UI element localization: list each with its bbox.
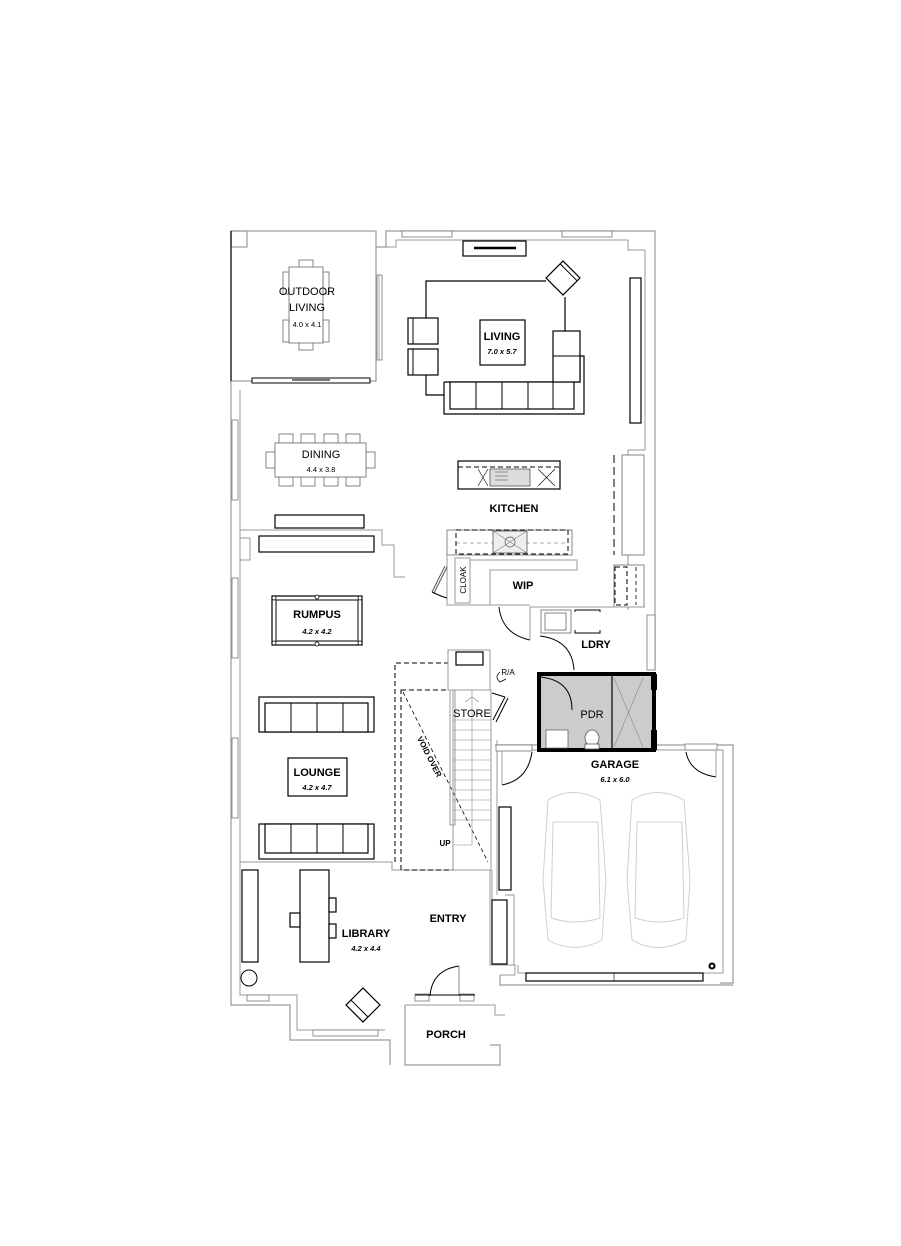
room-rumpus: RUMPUS 4.2 x 4.2: [258, 535, 375, 733]
room-label-entry: ENTRY: [430, 913, 468, 925]
room-entry: ENTRY: [414, 899, 508, 1002]
room-label-pdr: PDR: [580, 709, 603, 721]
room-label-ldry: LDRY: [581, 639, 611, 651]
room-dims-garage: 6.1 x 6.0: [600, 775, 630, 784]
room-dining: DINING 4.4 x 3.8: [265, 433, 376, 529]
room-dims-outdoor-living: 4.0 x 4.1: [293, 320, 322, 329]
room-pdr: PDR: [537, 672, 657, 752]
stairs-void: VOID OVER STORE UP R/A: [394, 649, 515, 895]
room-label-lounge: LOUNGE: [293, 767, 340, 779]
room-label-outdoor-living-1: OUTDOOR: [279, 286, 335, 298]
room-label-wip: WIP: [513, 580, 534, 592]
room-dims-lounge: 4.2 x 4.7: [301, 783, 332, 792]
room-library: LIBRARY 4.2 x 4.4: [240, 869, 391, 1023]
room-porch: PORCH: [426, 1029, 466, 1041]
label-ra: R/A: [501, 668, 515, 677]
room-living: LIVING 7.0 x 5.7: [407, 240, 642, 424]
car-right-icon: [626, 792, 691, 948]
room-label-cloak: CLOAK: [459, 566, 468, 594]
room-label-porch: PORCH: [426, 1029, 466, 1041]
room-label-garage: GARAGE: [591, 759, 639, 771]
room-lounge: LOUNGE 4.2 x 4.7: [258, 757, 375, 860]
room-label-dining: DINING: [302, 449, 341, 461]
room-label-living: LIVING: [484, 331, 521, 343]
label-void-over: VOID OVER: [415, 735, 443, 779]
room-label-rumpus: RUMPUS: [293, 609, 341, 621]
room-laundry: LDRY: [529, 606, 645, 671]
room-dims-rumpus: 4.2 x 4.2: [301, 627, 332, 636]
room-dims-living: 7.0 x 5.7: [487, 347, 517, 356]
room-dims-dining: 4.4 x 3.8: [307, 465, 336, 474]
room-cloak-wip: CLOAK WIP: [431, 555, 578, 641]
room-garage: GARAGE 6.1 x 6.0: [495, 743, 718, 982]
car-left-icon: [542, 792, 607, 948]
room-label-library: LIBRARY: [342, 928, 391, 940]
room-label-store: STORE: [453, 708, 491, 720]
room-dims-library: 4.2 x 4.4: [350, 944, 381, 953]
room-kitchen: KITCHEN: [446, 454, 645, 608]
room-label-outdoor-living-2: LIVING: [289, 302, 325, 314]
room-label-kitchen: KITCHEN: [490, 503, 539, 515]
room-outdoor-living: OUTDOOR LIVING 4.0 x 4.1: [279, 259, 335, 351]
label-stairs-up: UP: [439, 839, 451, 848]
